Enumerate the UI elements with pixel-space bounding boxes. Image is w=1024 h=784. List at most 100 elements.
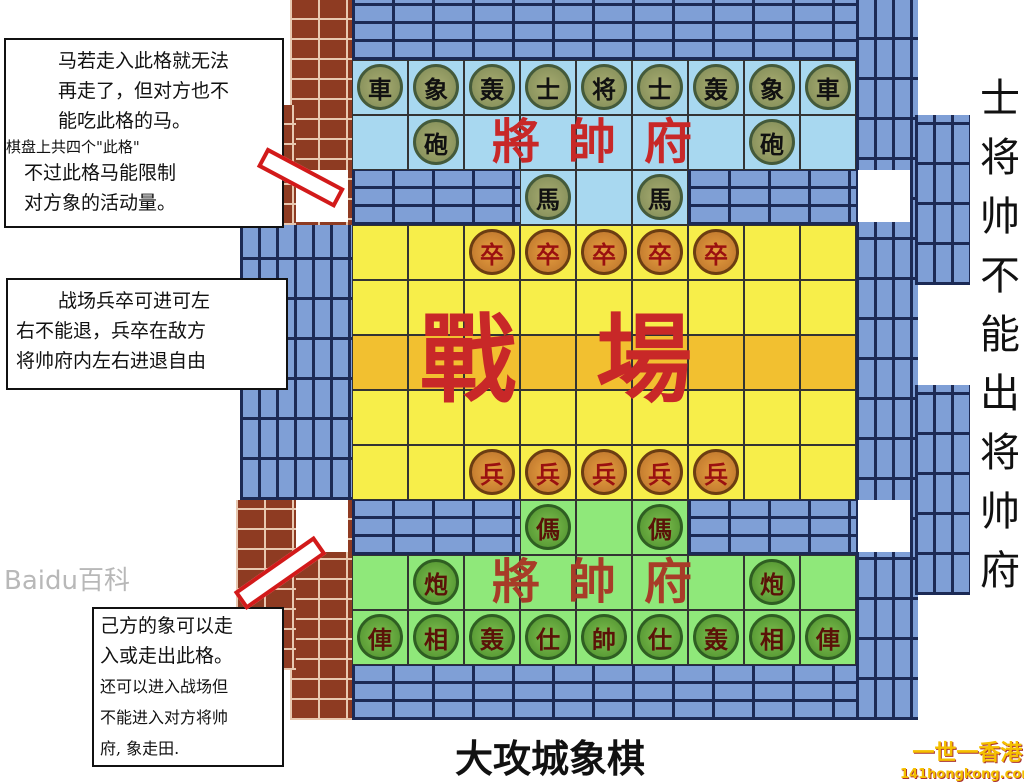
- piece-top[interactable]: 士: [637, 64, 683, 110]
- note-soldiers: 战场兵卒可进可左 右不能退，兵卒在敌方 将帅府内左右进退自由: [6, 278, 288, 390]
- board-cell[interactable]: [800, 555, 856, 610]
- right-note-char: 府: [980, 548, 1020, 594]
- note-line: 右不能退，兵卒在敌方: [16, 320, 207, 342]
- board-cell[interactable]: [520, 390, 576, 445]
- board-cell[interactable]: [352, 335, 408, 390]
- board-cell[interactable]: [408, 390, 464, 445]
- board-cell[interactable]: [352, 555, 408, 610]
- board-cell[interactable]: [632, 115, 688, 170]
- piece-battle[interactable]: 卒: [581, 229, 627, 275]
- piece-top[interactable]: 砲: [413, 119, 459, 165]
- piece-bottom[interactable]: 炮: [413, 559, 459, 605]
- piece-battle[interactable]: 兵: [469, 449, 515, 495]
- piece-top[interactable]: 象: [749, 64, 795, 110]
- board-cell[interactable]: [464, 390, 520, 445]
- top-gate-wall-left: [352, 170, 520, 225]
- piece-bottom[interactable]: 帥: [581, 614, 627, 660]
- board-cell[interactable]: [632, 390, 688, 445]
- board-cell[interactable]: [688, 280, 744, 335]
- board-cell[interactable]: [800, 390, 856, 445]
- board-cell[interactable]: [520, 335, 576, 390]
- piece-bottom[interactable]: 仕: [637, 614, 683, 660]
- top-gate-wall-right: [688, 170, 856, 225]
- piece-top[interactable]: 砲: [749, 119, 795, 165]
- board-cell[interactable]: [800, 225, 856, 280]
- board-cell[interactable]: [632, 335, 688, 390]
- piece-bottom[interactable]: 俥: [357, 614, 403, 660]
- piece-top[interactable]: 象: [413, 64, 459, 110]
- board-cell[interactable]: [408, 445, 464, 500]
- board-cell[interactable]: [352, 115, 408, 170]
- board-cell[interactable]: [464, 280, 520, 335]
- right-note-char: 士: [980, 76, 1020, 122]
- board-cell[interactable]: [744, 445, 800, 500]
- board-cell[interactable]: [800, 335, 856, 390]
- board-cell[interactable]: [744, 280, 800, 335]
- board-cell[interactable]: [632, 555, 688, 610]
- board-cell[interactable]: [576, 280, 632, 335]
- board-cell[interactable]: [576, 390, 632, 445]
- special-square-bottom-right: [858, 500, 910, 552]
- board-cell[interactable]: [520, 555, 576, 610]
- piece-bottom[interactable]: 炮: [749, 559, 795, 605]
- board-cell[interactable]: [352, 225, 408, 280]
- board-cell[interactable]: [800, 280, 856, 335]
- note-line: 还可以进入战场但: [100, 677, 229, 696]
- piece-battle[interactable]: 兵: [637, 449, 683, 495]
- piece-battle[interactable]: 卒: [525, 229, 571, 275]
- piece-battle[interactable]: 兵: [525, 449, 571, 495]
- piece-top[interactable]: 馬: [637, 174, 683, 220]
- board-cell[interactable]: [800, 115, 856, 170]
- board-cell[interactable]: [632, 280, 688, 335]
- logo-line1: 一世一香港: [912, 741, 1023, 766]
- piece-battle[interactable]: 兵: [693, 449, 739, 495]
- piece-battle[interactable]: 卒: [469, 229, 515, 275]
- board-cell[interactable]: [744, 390, 800, 445]
- board-cell[interactable]: [408, 225, 464, 280]
- board-cell[interactable]: [464, 115, 520, 170]
- board-cell[interactable]: [576, 500, 632, 555]
- piece-top[interactable]: 轰: [693, 64, 739, 110]
- battlefield-label: 戰場: [420, 303, 772, 416]
- piece-bottom[interactable]: 相: [749, 614, 795, 660]
- board-cell[interactable]: [464, 555, 520, 610]
- piece-bottom[interactable]: 傌: [637, 504, 683, 550]
- board-cell[interactable]: [352, 445, 408, 500]
- piece-top[interactable]: 馬: [525, 174, 571, 220]
- piece-top[interactable]: 士: [525, 64, 571, 110]
- board-cell[interactable]: [688, 555, 744, 610]
- board-cell[interactable]: [520, 115, 576, 170]
- board-cell[interactable]: [352, 280, 408, 335]
- board-cell[interactable]: [352, 390, 408, 445]
- board-cell[interactable]: [520, 280, 576, 335]
- board-cell[interactable]: [744, 225, 800, 280]
- board-cell[interactable]: [800, 445, 856, 500]
- note-line: 己方的象可以走: [100, 615, 234, 637]
- piece-bottom[interactable]: 傌: [525, 504, 571, 550]
- piece-bottom[interactable]: 相: [413, 614, 459, 660]
- piece-bottom[interactable]: 轰: [693, 614, 739, 660]
- board-cell[interactable]: [688, 390, 744, 445]
- piece-battle[interactable]: 卒: [693, 229, 739, 275]
- piece-top[interactable]: 車: [805, 64, 851, 110]
- piece-bottom[interactable]: 俥: [805, 614, 851, 660]
- piece-battle[interactable]: 兵: [581, 449, 627, 495]
- piece-top[interactable]: 将: [581, 64, 627, 110]
- piece-battle[interactable]: 卒: [637, 229, 683, 275]
- board-cell[interactable]: [576, 170, 632, 225]
- board-cell[interactable]: [464, 335, 520, 390]
- board-cell[interactable]: [744, 335, 800, 390]
- piece-bottom[interactable]: 仕: [525, 614, 571, 660]
- piece-top[interactable]: 轰: [469, 64, 515, 110]
- board-cell[interactable]: [576, 115, 632, 170]
- right-note-char: 出: [980, 371, 1020, 417]
- note-line: 将帅府内左右进退自由: [16, 350, 207, 372]
- board-cell[interactable]: [688, 335, 744, 390]
- board-cell[interactable]: [576, 335, 632, 390]
- board-cell[interactable]: [408, 280, 464, 335]
- board-cell[interactable]: [576, 555, 632, 610]
- piece-top[interactable]: 車: [357, 64, 403, 110]
- piece-bottom[interactable]: 轰: [469, 614, 515, 660]
- board-cell[interactable]: [688, 115, 744, 170]
- board-cell[interactable]: [408, 335, 464, 390]
